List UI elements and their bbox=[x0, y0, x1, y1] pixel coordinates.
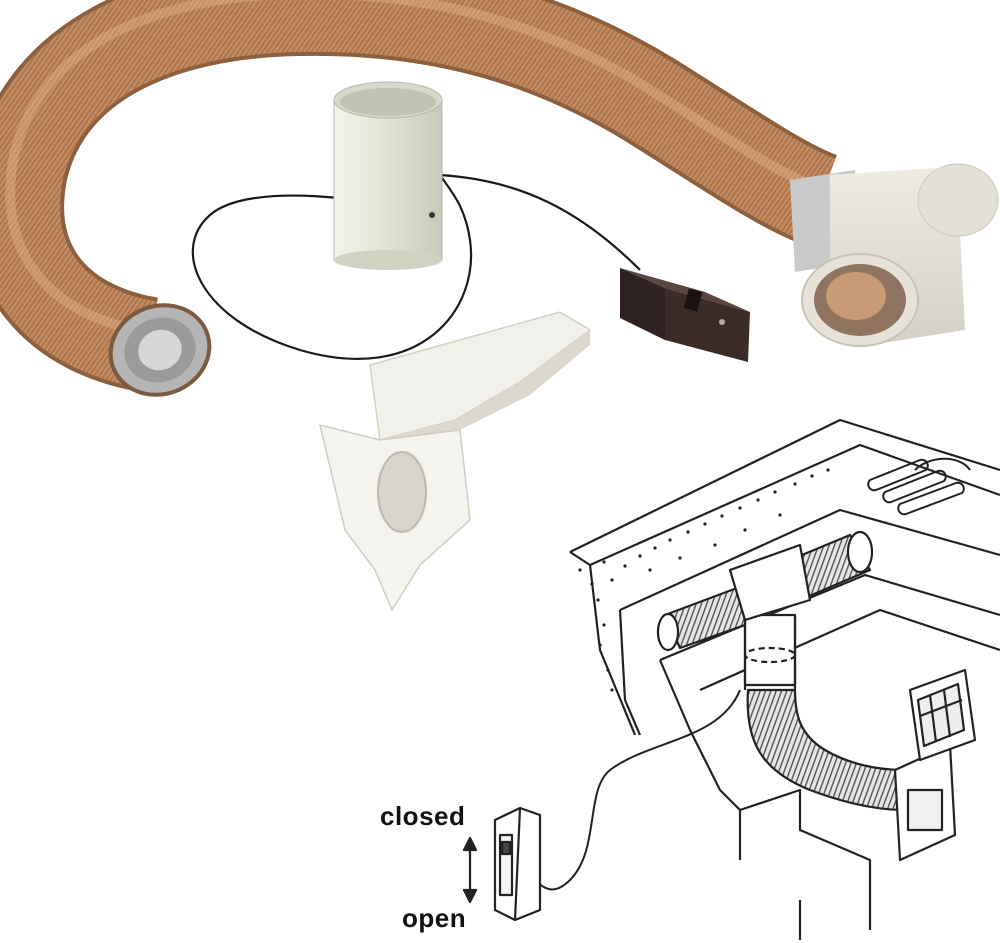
open-label: open bbox=[402, 903, 467, 933]
closed-label: closed bbox=[380, 801, 466, 831]
bracket-hole bbox=[377, 451, 427, 533]
wall-vent-grille bbox=[893, 668, 977, 862]
control-cable bbox=[191, 173, 641, 360]
drawn-switch bbox=[493, 806, 542, 922]
slider-switch bbox=[620, 268, 750, 362]
roof-mount-bracket bbox=[318, 311, 592, 612]
t-piece-elbow bbox=[790, 163, 999, 347]
open-close-arrow bbox=[462, 836, 478, 904]
roof-vent-slots bbox=[867, 457, 971, 516]
flexible-hose bbox=[0, 0, 838, 397]
insulation-dots bbox=[578, 468, 830, 692]
connector-tube bbox=[333, 81, 443, 270]
installation-drawing bbox=[462, 418, 1000, 940]
drawn-cable bbox=[534, 689, 741, 891]
